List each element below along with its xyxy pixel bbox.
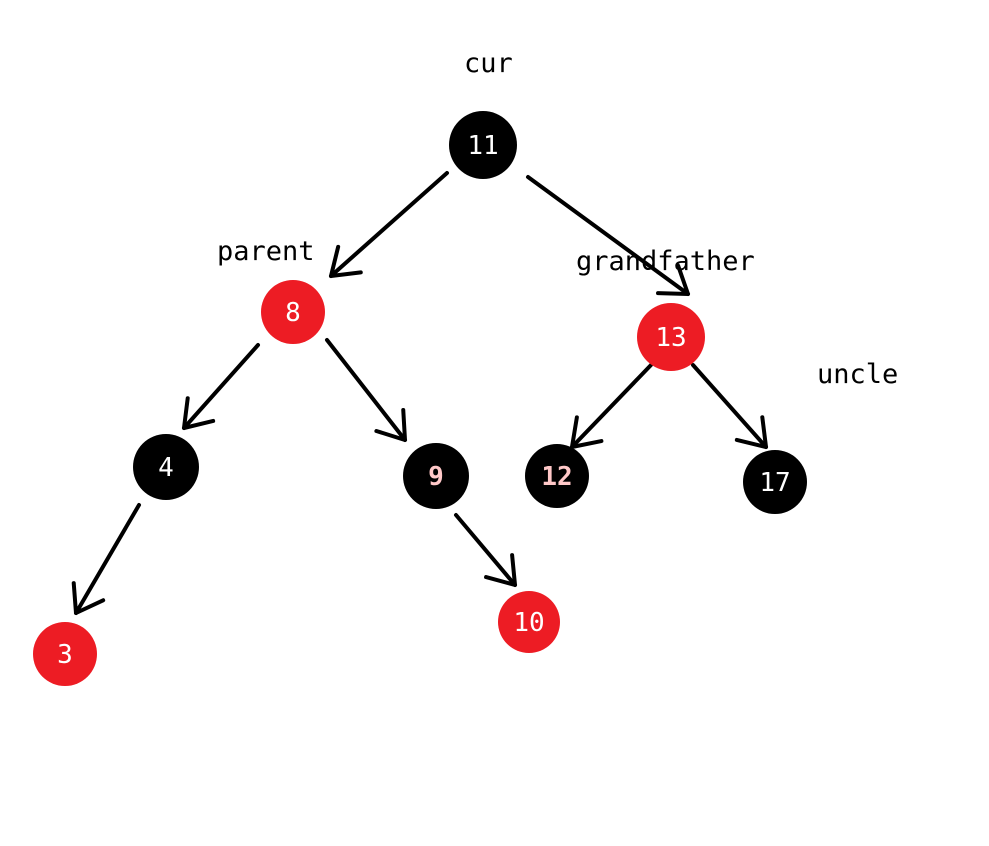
tree-nodes: 11 8 13 4 9 12 17 3 10	[33, 111, 807, 686]
edge-line	[325, 338, 407, 442]
red-node-circle	[261, 280, 325, 344]
edge-8-to-4	[182, 343, 260, 430]
grandfather-label: grandfather	[576, 246, 755, 277]
black-node-circle	[525, 444, 589, 508]
black-node-circle	[133, 434, 199, 500]
cur-label: cur	[464, 48, 513, 79]
black-node-circle	[403, 443, 469, 509]
arrowhead	[329, 244, 363, 278]
node-value: 12	[541, 462, 572, 492]
node-value: 10	[513, 608, 544, 638]
edge-4-to-3	[71, 503, 141, 615]
tree-node-17: 17	[743, 450, 807, 514]
edge-11-to-13	[526, 175, 690, 296]
tree-node-13: 13	[637, 303, 705, 371]
arrowhead	[374, 408, 407, 442]
black-node-circle	[743, 450, 807, 514]
tree-node-9: 9	[403, 443, 469, 509]
arrowhead	[484, 553, 517, 587]
edge-line	[526, 175, 690, 296]
parent-label: parent	[217, 236, 315, 267]
tree-node-12: 12	[525, 444, 589, 508]
red-node-circle	[637, 303, 705, 371]
tree-edges	[71, 171, 768, 615]
edge-13-to-12	[570, 363, 653, 449]
edge-13-to-17	[691, 363, 768, 449]
tree-node-3: 3	[33, 622, 97, 686]
black-node-circle	[449, 111, 517, 179]
arrowhead	[656, 263, 690, 296]
edge-line	[570, 363, 653, 449]
arrowhead	[734, 415, 768, 449]
edge-8-to-9	[325, 338, 407, 442]
node-value: 17	[759, 468, 790, 498]
node-value: 11	[467, 131, 498, 161]
uncle-label: uncle	[817, 359, 898, 390]
tree-node-10: 10	[498, 591, 560, 653]
role-labels: cur parent grandfather uncle	[217, 48, 898, 390]
edge-line	[329, 171, 449, 278]
red-node-circle	[498, 591, 560, 653]
node-value: 8	[285, 298, 301, 328]
node-value: 3	[57, 640, 73, 670]
node-value: 4	[158, 453, 174, 483]
edge-line	[182, 343, 260, 430]
tree-node-8: 8	[261, 280, 325, 344]
edge-line	[454, 513, 517, 587]
arrowhead	[570, 415, 604, 449]
tree-node-11: 11	[449, 111, 517, 179]
red-node-circle	[33, 622, 97, 686]
node-value: 9	[428, 462, 444, 492]
edge-line	[691, 363, 768, 449]
arrowhead	[182, 396, 216, 430]
arrowhead	[71, 581, 106, 615]
edge-11-to-8	[329, 171, 449, 278]
edge-line	[74, 503, 141, 615]
tree-node-4: 4	[133, 434, 199, 500]
edge-9-to-10	[454, 513, 517, 587]
node-value: 13	[655, 323, 686, 353]
